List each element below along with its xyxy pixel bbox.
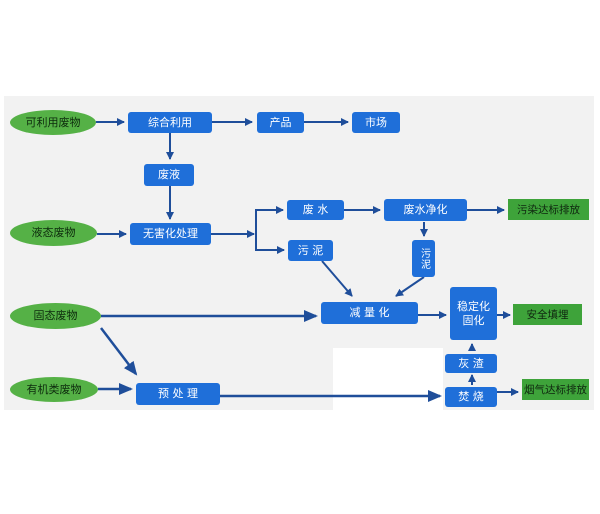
arrow-solid-to-pretreatment bbox=[100, 327, 138, 376]
node-recyclable-waste: 可利用废物 bbox=[10, 110, 96, 135]
node-volume-reduction: 减 量 化 bbox=[321, 302, 418, 324]
arrow-split-to-sludge bbox=[255, 234, 285, 254]
node-harmless-treatment: 无害化处理 bbox=[130, 223, 211, 245]
node-water-purification: 废水净化 bbox=[384, 199, 467, 221]
node-pollutant-discharge: 污染达标排放 bbox=[508, 199, 589, 220]
arrow-sludge-to-reduction bbox=[321, 260, 353, 297]
node-sludge-vertical: 污泥 bbox=[412, 240, 435, 277]
node-stabilization-solidification: 稳定化固化 bbox=[450, 287, 497, 340]
node-safe-landfill: 安全填埋 bbox=[513, 304, 582, 325]
node-product: 产品 bbox=[257, 112, 304, 133]
node-solid-waste: 固态废物 bbox=[10, 303, 101, 329]
node-flue-gas-discharge: 烟气达标排放 bbox=[522, 379, 589, 400]
arrow-sludge-b-to-reduction bbox=[395, 276, 425, 297]
diagram-background-gap bbox=[333, 348, 443, 410]
node-incineration: 焚 烧 bbox=[445, 387, 497, 407]
node-waste-liquid: 废液 bbox=[144, 164, 194, 186]
node-pretreatment: 预 处 理 bbox=[136, 383, 220, 405]
node-organic-waste: 有机类废物 bbox=[10, 377, 98, 402]
node-liquid-waste: 液态废物 bbox=[10, 220, 97, 246]
node-ash: 灰 渣 bbox=[445, 354, 497, 373]
node-market: 市场 bbox=[352, 112, 400, 133]
arrow-split-to-waste-water bbox=[255, 206, 284, 234]
node-comprehensive-use: 综合利用 bbox=[128, 112, 212, 133]
node-sludge: 污 泥 bbox=[288, 240, 333, 261]
node-waste-water: 废 水 bbox=[287, 200, 344, 220]
